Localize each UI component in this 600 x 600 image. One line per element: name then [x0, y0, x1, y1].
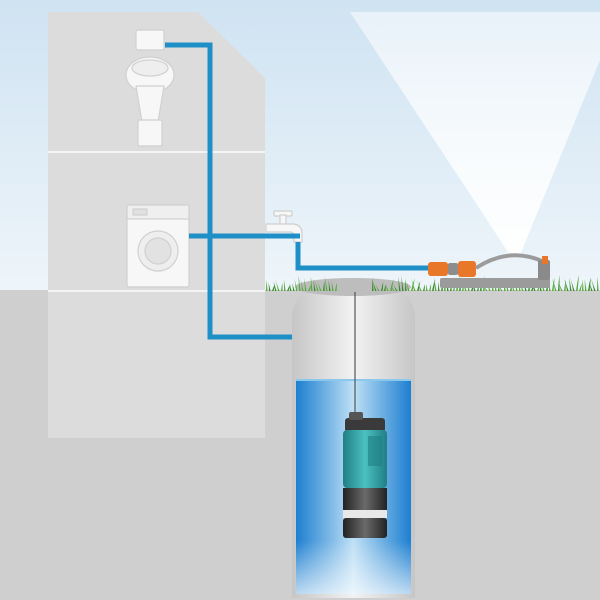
- grass-blade: [272, 284, 276, 291]
- pump-motor: [343, 488, 387, 510]
- grass-blade: [486, 279, 491, 291]
- grass-blade: [405, 278, 407, 291]
- grass-blade: [590, 275, 596, 291]
- grass-blade: [557, 281, 563, 291]
- grass-blade: [564, 279, 567, 291]
- grass-blade: [570, 278, 575, 291]
- grass-blade: [410, 276, 416, 291]
- grass-blade: [323, 280, 325, 291]
- grass-blade: [381, 281, 384, 291]
- pipe-garden-line: [295, 242, 432, 271]
- toilet-foot: [137, 119, 163, 147]
- grass-blade: [371, 279, 377, 291]
- pump-band: [343, 510, 387, 518]
- washing-machine-door-glass: [144, 237, 172, 265]
- grass-blade: [268, 282, 271, 291]
- grass-blade: [298, 275, 301, 291]
- pump-top: [345, 418, 385, 432]
- grass-blade: [385, 284, 389, 291]
- washing-machine-knob: [132, 208, 148, 216]
- grass-blade: [392, 283, 398, 291]
- sprinkler-base: [440, 278, 550, 288]
- grass-blade: [289, 283, 292, 291]
- grass-blade: [281, 282, 283, 291]
- grass-blade: [576, 275, 580, 291]
- grass-blade: [579, 283, 583, 291]
- grass-blade: [582, 279, 584, 291]
- grass-blade: [316, 280, 322, 291]
- grass-blade: [389, 283, 395, 291]
- grass-blade: [438, 281, 440, 291]
- grass-blade: [588, 277, 591, 291]
- grass-blade: [482, 284, 488, 291]
- sprinkler-end-cap: [542, 256, 548, 264]
- grass-blade: [303, 277, 307, 291]
- sprinkler-arm: [474, 253, 545, 270]
- grass-blade: [416, 278, 422, 291]
- grass-blade: [398, 276, 401, 291]
- grass-blade: [423, 284, 425, 291]
- grass-blade: [335, 282, 337, 291]
- sprinkler-spray: [350, 12, 600, 255]
- grass-blade: [426, 283, 428, 291]
- grass-blade: [433, 276, 437, 291]
- grass-blade: [287, 284, 291, 291]
- sprinkler-end-block: [538, 260, 550, 280]
- grass-blade: [273, 280, 277, 291]
- grass-blade: [314, 278, 319, 291]
- grass-blade: [429, 283, 432, 291]
- grass-blade: [401, 275, 404, 291]
- grass-blade: [552, 277, 555, 291]
- hose-connector: [428, 262, 448, 276]
- grass-blade: [283, 279, 286, 291]
- sprinkler-icon: [428, 253, 550, 288]
- grass-blade: [417, 281, 421, 291]
- grass-blade: [563, 276, 569, 291]
- grass-blade: [374, 282, 380, 291]
- grass-blade: [308, 284, 312, 291]
- toilet-cistern: [135, 29, 165, 51]
- garden-tap-icon: [265, 210, 303, 243]
- grass-blade: [294, 278, 298, 291]
- grass-blade: [331, 280, 334, 291]
- grass-blade: [372, 277, 374, 291]
- pump-handle: [349, 412, 363, 420]
- grass-blade: [313, 278, 316, 291]
- hose-connector-grip: [458, 261, 476, 277]
- grass-blade: [324, 275, 328, 291]
- grass-blade: [406, 281, 410, 291]
- grass-blade: [390, 278, 394, 291]
- tap-body: [265, 223, 303, 243]
- grass-blade: [274, 278, 280, 291]
- grass-blade: [584, 279, 587, 291]
- grass-blade: [597, 276, 599, 291]
- grass-blade: [384, 283, 386, 291]
- submersible-pump-icon: [343, 412, 387, 538]
- grass-blade: [292, 283, 295, 291]
- grass-blade: [569, 277, 572, 291]
- well-opening: [295, 278, 411, 296]
- grass-blade: [310, 276, 313, 291]
- pump-label-panel: [368, 436, 382, 466]
- washing-machine-icon: [126, 204, 190, 288]
- grass-blade: [266, 280, 268, 291]
- toilet-icon: [125, 29, 175, 147]
- pump-base: [343, 518, 387, 538]
- grass-blade: [588, 281, 593, 291]
- grass-blade: [328, 280, 331, 291]
- grass-blade: [300, 279, 304, 291]
- grass-blade: [551, 275, 557, 291]
- toilet-seat: [131, 59, 169, 77]
- hose-connector-ring: [448, 263, 458, 275]
